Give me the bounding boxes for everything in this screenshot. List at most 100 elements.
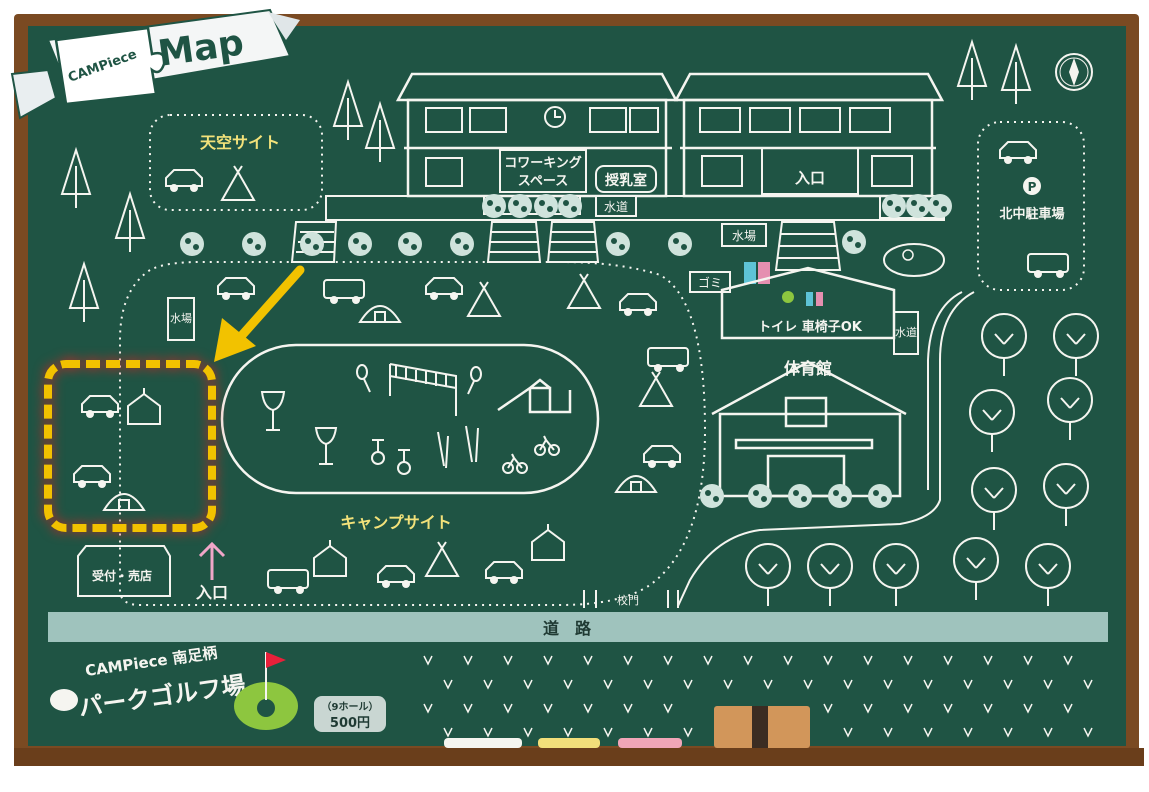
tree-icon	[873, 543, 919, 606]
bushes	[180, 194, 952, 508]
camper-van-icon	[1027, 253, 1069, 278]
golf-chat-icon	[50, 689, 78, 711]
flag-icon	[265, 652, 286, 700]
bush-icon	[348, 232, 372, 256]
grass-marks	[423, 655, 1093, 738]
slide-icon	[497, 378, 572, 414]
car-icon	[643, 445, 681, 468]
tree-icon	[1053, 313, 1099, 376]
bush-icon	[928, 194, 952, 218]
ski-poles-icon	[437, 425, 479, 469]
play-area-track	[220, 343, 600, 495]
bush-icon	[482, 194, 506, 218]
bush-icon	[788, 484, 812, 508]
car-icon	[81, 395, 119, 418]
mizuba-left-box	[167, 297, 195, 341]
road	[48, 612, 1108, 642]
toilet-label: トイレ 車椅子OK	[758, 319, 863, 335]
mizuba-left-label: 水場	[170, 312, 192, 325]
dome-tent-icon	[614, 475, 658, 493]
tree-icon	[1025, 543, 1071, 606]
main-entrance-label: 入口	[196, 583, 228, 602]
gym-label: 体育館	[784, 359, 832, 378]
tent-icon	[313, 540, 347, 577]
tree-icon	[68, 260, 100, 322]
eraser-icon	[714, 706, 810, 748]
bush-icon	[606, 232, 630, 256]
chalk-icon-pink	[618, 738, 682, 748]
mizuba-top-box	[721, 223, 767, 247]
camper-van-icon	[647, 347, 689, 372]
bush-icon	[668, 232, 692, 256]
reception-building	[77, 545, 171, 597]
bush-icon	[180, 232, 204, 256]
bush-icon	[300, 232, 324, 256]
campsite-icons	[73, 141, 1069, 594]
tree-icon	[114, 190, 146, 252]
bush-icon	[882, 194, 906, 218]
tree-icon	[364, 100, 396, 162]
suido-right-label: 水道	[895, 325, 917, 339]
golf-price-box	[314, 696, 386, 732]
school-gate-label: 校門	[617, 593, 639, 607]
coworking-label-2: スペース	[518, 174, 568, 189]
bush-icon	[828, 484, 852, 508]
building-entrance-label: 入口	[795, 169, 825, 187]
bush-icon	[868, 484, 892, 508]
car-icon	[619, 293, 657, 316]
camper-van-icon	[267, 569, 309, 594]
wine-glass-icon	[260, 391, 338, 465]
bush-icon	[508, 194, 532, 218]
entrance-arrow-icon	[198, 541, 226, 580]
gomi-box	[689, 271, 731, 293]
bicycle-icon	[502, 435, 560, 474]
reception-label: 受付・売店	[92, 568, 152, 583]
bush-icon	[534, 194, 558, 218]
compass-icon	[1055, 53, 1093, 91]
highlighted-site	[44, 360, 216, 532]
accessible-icon	[782, 291, 794, 303]
teepee-icon	[566, 273, 602, 309]
teepee-icon	[466, 281, 502, 317]
car-icon	[425, 277, 463, 300]
parking-symbol: P	[1028, 180, 1037, 194]
tent-icon	[531, 524, 565, 561]
tree-icon	[807, 543, 853, 606]
sky-site-label: 天空サイト	[200, 133, 280, 152]
coworking-sign	[499, 149, 587, 193]
stairs	[290, 221, 842, 271]
badminton-icon	[356, 364, 482, 395]
coworking-label-1: コワーキング	[504, 155, 582, 171]
tent-icon	[127, 388, 161, 425]
bush-icon	[242, 232, 266, 256]
unicycle-icon	[371, 439, 411, 475]
bush-icon	[906, 194, 930, 218]
restroom-icon-gym	[806, 292, 823, 306]
north-parking-zone	[977, 121, 1085, 291]
nursing-sign	[595, 165, 657, 193]
trees	[60, 38, 1099, 606]
tree-icon	[332, 78, 364, 140]
tree-icon	[1047, 377, 1093, 440]
car-icon	[485, 561, 523, 584]
tree-icon	[745, 543, 791, 606]
golf-holes: （9ホール）	[322, 700, 379, 713]
teepee-icon	[638, 371, 674, 407]
camp-site-label: キャンプサイト	[340, 513, 452, 532]
nursing-room-label: 授乳室	[605, 172, 647, 189]
car-icon	[999, 141, 1037, 164]
suido-top-box	[595, 195, 637, 217]
parking-icon	[1023, 177, 1041, 195]
tree-icon	[953, 537, 999, 600]
pond	[883, 243, 945, 277]
sky-site-zone	[149, 114, 323, 211]
tree-icon	[1043, 463, 1089, 526]
bush-icon	[700, 484, 724, 508]
suido-right-box	[893, 311, 919, 355]
chalk-icon-yellow	[538, 738, 600, 748]
north-parking-label: 北中駐車場	[999, 206, 1064, 222]
puzzle-logo-icon	[54, 26, 166, 106]
chalk-icon-white	[444, 738, 522, 748]
